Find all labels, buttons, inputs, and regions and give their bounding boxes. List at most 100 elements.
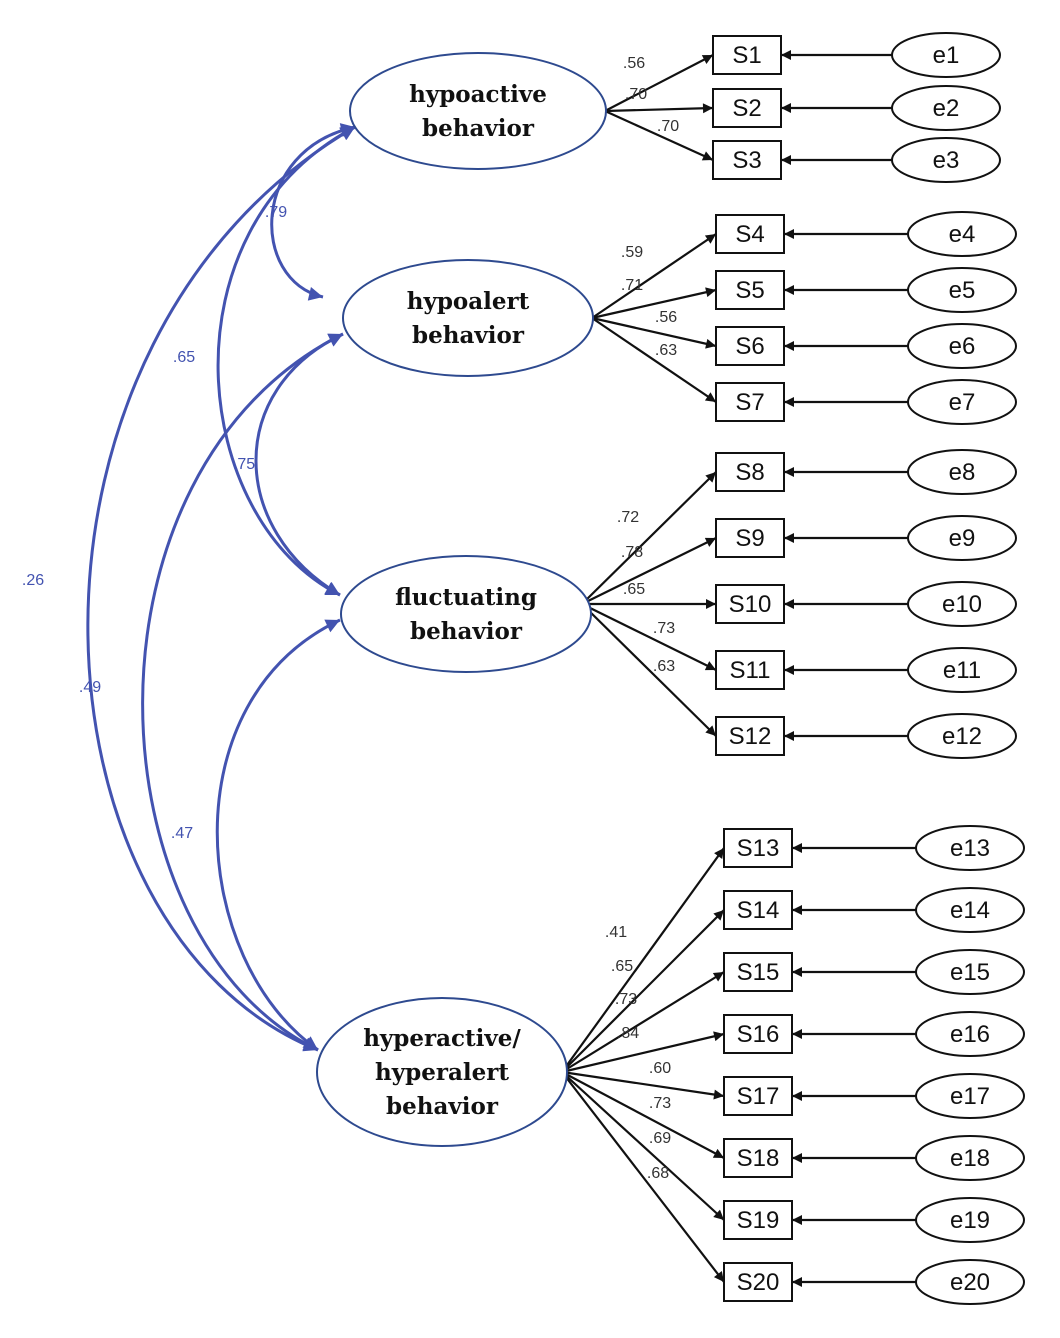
loading-path-S13 (561, 847, 725, 1073)
factor-label-line: behavior (422, 115, 535, 142)
error-e4: e4 (907, 211, 1017, 257)
item-S13: S13 (723, 828, 793, 868)
item-S3: S3 (712, 140, 782, 180)
item-box (723, 952, 793, 992)
loading-path-S4 (591, 233, 717, 319)
error-e7: e7 (907, 379, 1017, 425)
item-label: S15 (737, 959, 780, 986)
loading-path-S6 (591, 316, 717, 349)
loading-label-S4: .59 (621, 244, 643, 261)
error-e2: e2 (891, 85, 1001, 131)
loading-path-S20 (561, 1071, 725, 1283)
item-box (715, 650, 785, 690)
item-S7: S7 (715, 382, 785, 422)
error-label: e1 (933, 42, 960, 69)
factor-f1: hypoactive behavior (349, 52, 607, 170)
error-e9: e9 (907, 515, 1017, 561)
error-label: e12 (942, 723, 982, 750)
loading-path-S3 (604, 109, 714, 162)
item-S19: S19 (723, 1200, 793, 1240)
item-box (715, 214, 785, 254)
error-label: e14 (950, 897, 990, 924)
item-box (712, 35, 782, 75)
error-e16: e16 (915, 1011, 1025, 1057)
loading-path-S19 (561, 1071, 725, 1221)
item-box (715, 382, 785, 422)
correlation-path-f2-f3 (254, 332, 344, 597)
item-S14: S14 (723, 890, 793, 930)
error-label: e15 (950, 959, 990, 986)
item-label: S13 (737, 835, 780, 862)
error-e6: e6 (907, 323, 1017, 369)
item-S15: S15 (723, 952, 793, 992)
error-ellipse (915, 1073, 1025, 1119)
error-e14: e14 (915, 887, 1025, 933)
item-label: S20 (737, 1269, 780, 1296)
item-S6: S6 (715, 326, 785, 366)
error-ellipse (915, 825, 1025, 871)
loading-path-S12 (581, 603, 717, 737)
factor-label-line: behavior (412, 322, 525, 349)
loading-label-S12: .63 (653, 658, 675, 675)
item-box (715, 452, 785, 492)
correlation-label-f3-f4: .47 (171, 825, 193, 842)
error-e5: e5 (907, 267, 1017, 313)
error-label: e11 (943, 657, 981, 684)
item-box (723, 1262, 793, 1302)
loading-label-S10: .65 (623, 581, 645, 598)
factor-label-line: hypoactive (409, 81, 547, 108)
error-ellipse (915, 949, 1025, 995)
error-ellipse (907, 581, 1017, 627)
loading-path-S17 (561, 1070, 725, 1100)
loading-label-S8: .72 (617, 509, 639, 526)
factor-label-line: hyperalert (375, 1059, 509, 1086)
item-box (715, 270, 785, 310)
error-e18: e18 (915, 1135, 1025, 1181)
item-label: S11 (730, 657, 771, 684)
item-label: S3 (732, 147, 761, 174)
error-ellipse (907, 713, 1017, 759)
error-ellipse (907, 211, 1017, 257)
item-S4: S4 (715, 214, 785, 254)
item-S16: S16 (723, 1014, 793, 1054)
correlation-path-f2-f4 (141, 332, 344, 1052)
loading-path-S18 (561, 1071, 725, 1159)
error-ellipse (915, 887, 1025, 933)
correlation-label-f1-f3: .65 (173, 349, 195, 366)
error-e1: e1 (891, 32, 1001, 78)
loading-path-S15 (561, 971, 725, 1073)
factor-label-line: behavior (410, 618, 523, 645)
error-ellipse (891, 137, 1001, 183)
item-box (723, 1014, 793, 1054)
error-e3: e3 (891, 137, 1001, 183)
item-label: S12 (729, 723, 772, 750)
loading-path-S11 (581, 603, 717, 671)
correlation-label-f1-f4: .26 (22, 572, 44, 589)
error-e17: e17 (915, 1073, 1025, 1119)
factor-label-line: hyperactive/ (363, 1025, 521, 1052)
correlation-label-f1-f2: .79 (265, 204, 287, 221)
item-label: S19 (737, 1207, 780, 1234)
error-label: e9 (949, 525, 976, 552)
item-label: S5 (735, 277, 764, 304)
correlation-label-f2-f4: .49 (79, 679, 101, 696)
item-S20: S20 (723, 1262, 793, 1302)
error-label: e4 (949, 221, 976, 248)
error-ellipse (915, 1197, 1025, 1243)
item-box (712, 88, 782, 128)
loading-label-S2: .70 (625, 86, 647, 103)
item-S8: S8 (715, 452, 785, 492)
error-label: e20 (950, 1269, 990, 1296)
loading-label-S18: .73 (649, 1095, 671, 1112)
loading-path-S9 (581, 537, 717, 605)
item-label: S6 (735, 333, 764, 360)
error-ellipse (915, 1011, 1025, 1057)
error-label: e13 (950, 835, 990, 862)
error-ellipse (907, 323, 1017, 369)
error-label: e18 (950, 1145, 990, 1172)
item-box (715, 518, 785, 558)
loading-path-S7 (591, 317, 717, 403)
error-e12: e12 (907, 713, 1017, 759)
error-label: e7 (949, 389, 976, 416)
